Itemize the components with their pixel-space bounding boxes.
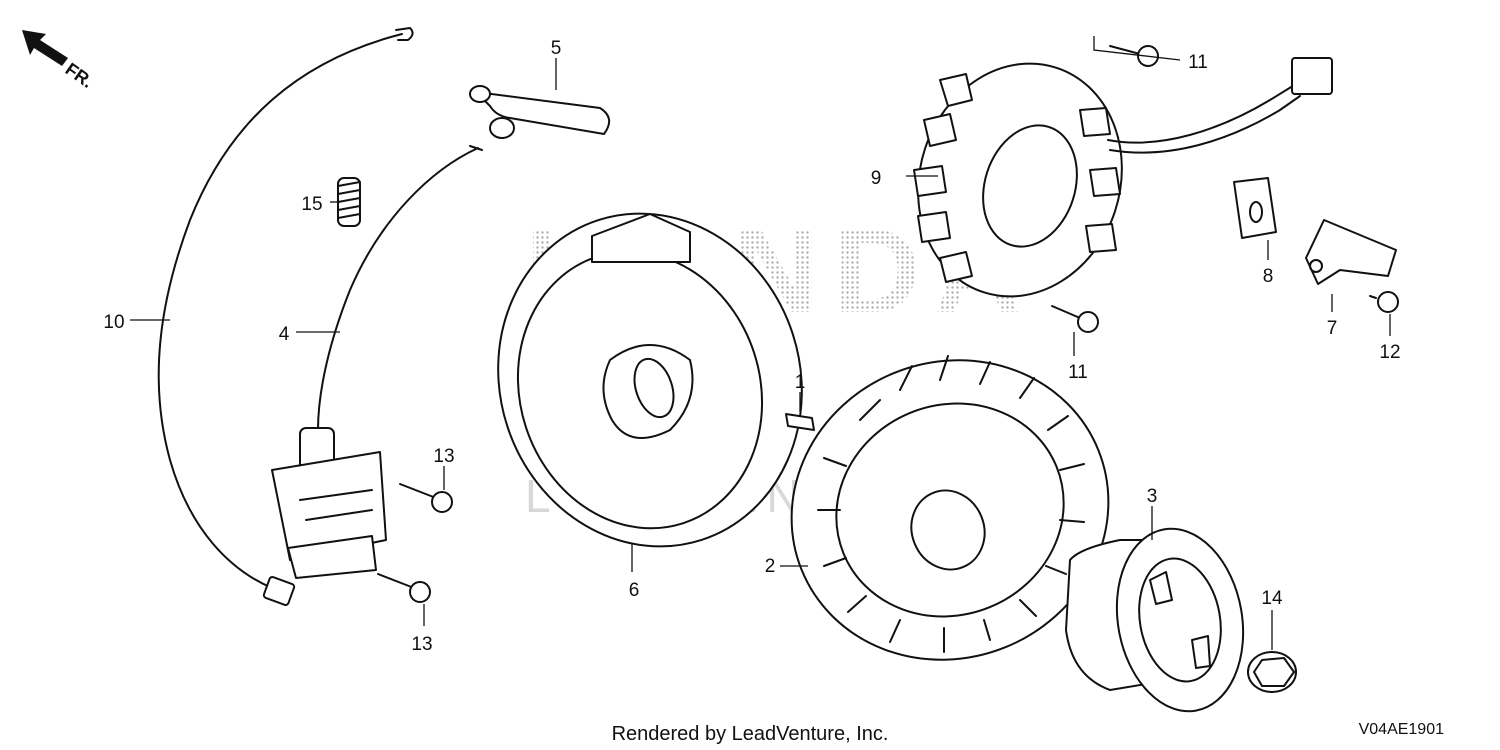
callout-11-upper: 11 [1188,52,1208,73]
callout-13-lower: 13 [411,634,432,655]
part-11-bolt-lower [1051,305,1099,333]
part-8-clip [1233,177,1277,239]
callout-11-lower: 11 [1068,362,1088,383]
callout-3: 3 [1147,486,1158,507]
callout-14: 14 [1261,588,1283,609]
part-9-stator [913,57,1333,298]
direction-label: FR. [62,59,97,92]
diagram-code: V04AE1901 [1359,721,1445,738]
callout-5: 5 [551,38,562,59]
callout-10: 10 [103,312,124,333]
part-1-key [785,413,815,431]
callout-8: 8 [1263,266,1274,287]
footer-credit: Rendered by LeadVenture, Inc. [612,723,889,745]
part-2-cooling-fan [790,355,1110,661]
part-10-stop-wire [157,27,414,606]
leader-lines [130,36,1391,650]
callout-15: 15 [301,194,322,215]
part-3-starter-pulley [1065,527,1245,713]
part-6-flywheel [497,212,803,548]
part-13-bolt-lower [377,573,431,603]
part-15-spring [337,177,361,227]
callout-9: 9 [871,168,882,189]
callout-4: 4 [279,324,290,345]
callout-2: 2 [765,556,776,577]
part-4-ignition-coil [271,145,483,579]
front-direction-indicator: FR. [22,30,97,92]
callout-12: 12 [1379,342,1400,363]
callout-labels: 1 2 3 4 5 6 7 8 9 10 11 11 12 13 13 14 1… [103,38,1400,655]
part-14-flange-nut [1247,651,1297,693]
part-5-plug-cap [469,85,611,139]
part-7-bracket [1305,219,1397,285]
callout-1: 1 [795,372,806,393]
part-13-bolt-upper [399,483,453,513]
callout-7: 7 [1327,318,1338,339]
callout-13-upper: 13 [433,446,454,467]
front-direction-arrow-icon [22,30,68,66]
part-12-bolt [1369,291,1399,313]
callout-6: 6 [629,580,640,601]
